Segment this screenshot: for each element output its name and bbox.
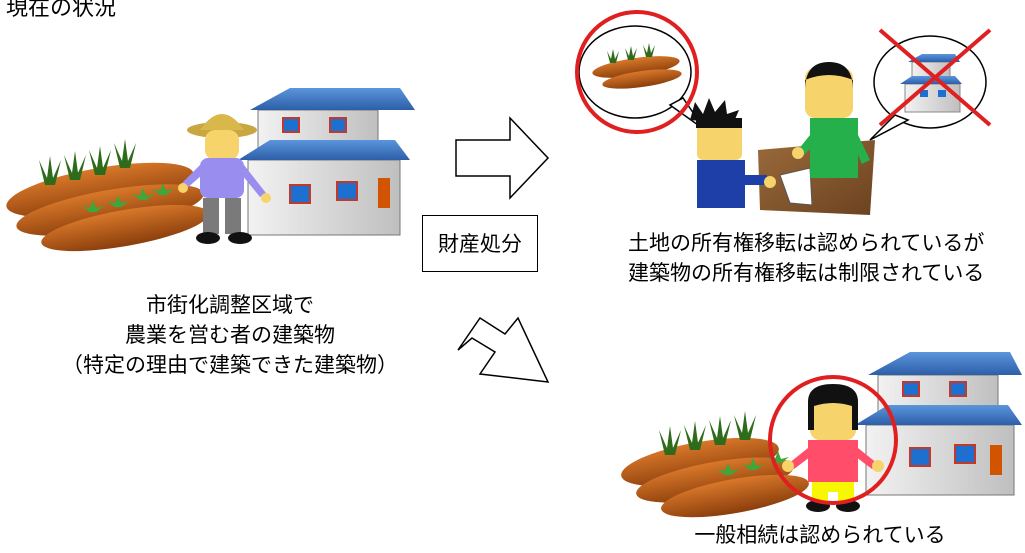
arrow-right [455, 116, 550, 200]
house-right-illustration [855, 352, 1022, 496]
action-label-box: 財産処分 [422, 215, 538, 272]
field-right-illustration [621, 411, 809, 518]
transfer-caption-line2: 建築物の所有権移転は制限されている [628, 261, 985, 285]
person-buyer-illustration [690, 98, 776, 208]
field-left-illustration [6, 139, 209, 252]
transfer-caption: 土地の所有権移転は認められているが 建築物の所有権移転は制限されている [628, 228, 1023, 288]
house-left-illustration [238, 88, 415, 236]
prohibited-cross-icon [878, 28, 992, 127]
heir-person-illustration [782, 384, 884, 512]
person-seller-illustration [792, 62, 870, 178]
farmer-caption-line1: 市街化調整区域で [146, 293, 314, 317]
farmer-illustration [178, 114, 271, 244]
speech-bubble-house [869, 35, 987, 141]
speech-bubble-field [578, 25, 706, 131]
allowed-circle-inheritance [768, 375, 898, 505]
page-title: 現在の状況 [6, 0, 117, 21]
transfer-caption-line1: 土地の所有権移転は認められているが [628, 231, 985, 255]
farmer-caption-line3: （特定の理由で建築できた建築物） [62, 353, 398, 377]
arrow-down-right [457, 316, 550, 383]
farmer-caption: 市街化調整区域で 農業を営む者の建築物 （特定の理由で建築できた建築物） [40, 290, 420, 380]
farmer-caption-line2: 農業を営む者の建築物 [125, 323, 335, 347]
allowed-circle-land [575, 10, 699, 134]
action-label: 財産処分 [438, 231, 522, 256]
inheritance-caption: 一般相続は認められている [694, 523, 946, 547]
